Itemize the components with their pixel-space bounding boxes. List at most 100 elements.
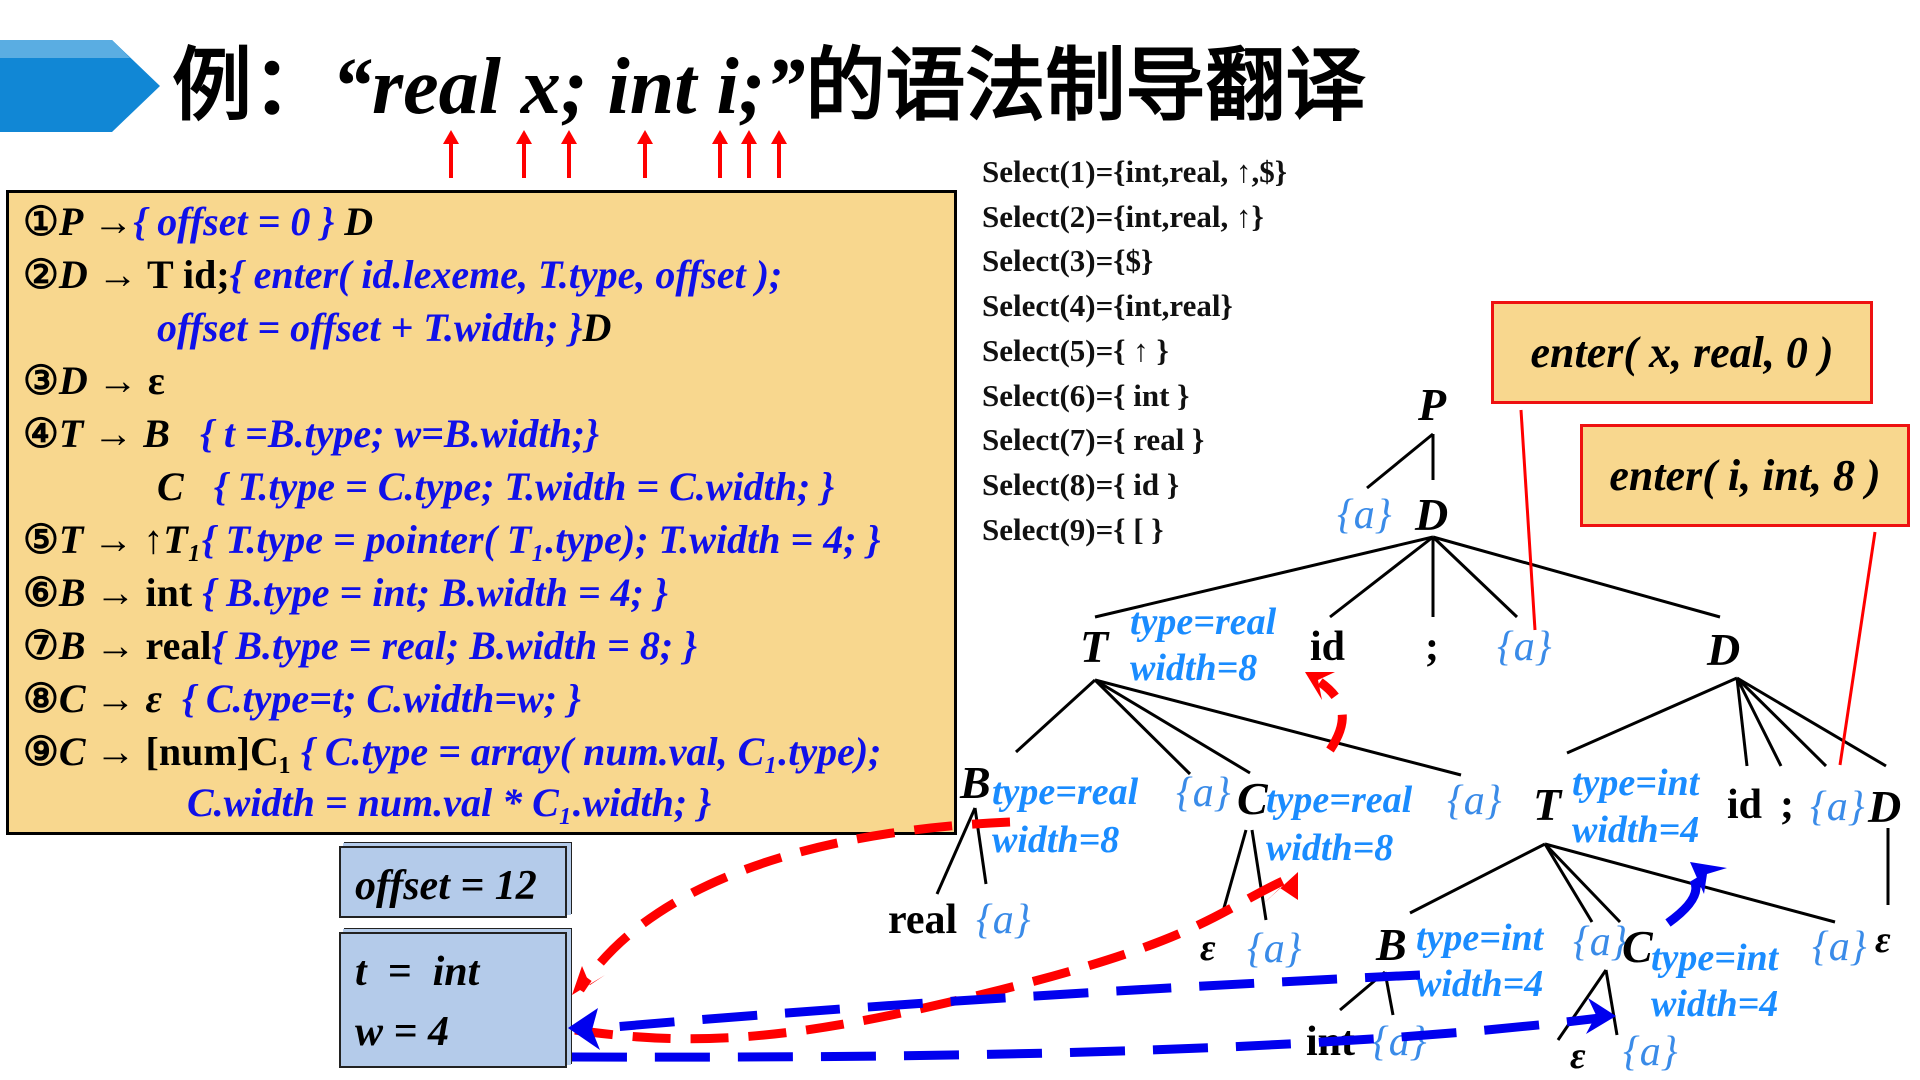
rule-5: ⑤T → ↑T₁{ T.type = pointer( T₁.type); T.…: [23, 517, 881, 562]
up-arrow-icon: [741, 130, 757, 178]
enter-connectors: [1519, 409, 1877, 766]
arrowhead-icon: [1586, 998, 1616, 1034]
node-action-T1-end: {a}: [1447, 778, 1502, 824]
enter-call-i: enter( i, int, 8 ): [1580, 424, 1910, 527]
title-code: “real x; int i;”: [332, 43, 806, 131]
select-set-5: Select(5)={ ↑ }: [982, 332, 1169, 368]
node-real: real: [888, 897, 957, 943]
select-set-6: Select(6)={ int }: [982, 377, 1190, 413]
arrowhead-icon: [572, 966, 605, 995]
rule-1: ①P →{ offset = 0 } D: [23, 199, 374, 244]
select-set-7: Select(7)={ real }: [982, 422, 1205, 458]
arrowhead-icon: [568, 1008, 600, 1050]
up-arrow-icon: [637, 130, 653, 178]
select-set-9: Select(9)={ [ }: [982, 511, 1164, 547]
node-D-2: D: [1706, 624, 1740, 675]
C1-width-attr: width=8: [1266, 827, 1393, 869]
node-action-B2: {a}: [1372, 1019, 1427, 1065]
node-action-B1: {a}: [976, 897, 1031, 943]
select-set-1: Select(1)={int,real, ↑,$}: [982, 154, 1287, 189]
rule-2-cont: offset = offset + T.width; }D: [157, 305, 612, 350]
node-id-2: id: [1727, 782, 1762, 828]
tw-variable-box: t = int w = 4: [339, 932, 567, 1068]
T1-type-attr: type=real: [1130, 601, 1277, 643]
node-action-enter-i: {a}: [1810, 784, 1865, 830]
rule-4: ④T → B { t =B.type; w=B.width;}: [23, 411, 599, 456]
red-arrow-tw-to-C: [574, 875, 1287, 1044]
up-arrow-icon: [516, 130, 532, 178]
select-set-2: Select(2)={int,real, ↑}: [982, 198, 1264, 234]
node-action-T2-mid: {a}: [1573, 919, 1628, 965]
arrowhead-icon: [1262, 872, 1298, 905]
node-action-T1-mid: {a}: [1176, 770, 1231, 816]
offset-variable-box: offset = 12: [339, 846, 567, 918]
node-action-T2-end: {a}: [1812, 924, 1867, 970]
B2-width-attr: width=4: [1416, 963, 1543, 1005]
rule-9-cont: C.width = num.val * C₁.width; }: [187, 780, 712, 825]
node-C1: C: [1237, 773, 1269, 824]
title-banner-arrow: [0, 40, 160, 132]
node-P: P: [1417, 379, 1447, 430]
blue-arrowheads: [568, 862, 1727, 1050]
node-T1: T: [1080, 621, 1110, 672]
B1-type-attr: type=real: [992, 771, 1139, 813]
red-arrow-B-to-tw: [576, 817, 1011, 993]
title-suffix: 的语法制导翻译: [805, 39, 1366, 132]
select-set-3: Select(3)={$}: [982, 243, 1154, 279]
C1-type-attr: type=real: [1266, 779, 1413, 821]
node-D-3: D: [1867, 781, 1901, 832]
page-title: 例：“real x; int i;”的语法制导翻译: [172, 36, 1365, 137]
rule-7: ⑦B → real{ B.type = real; B.width = 8; }: [23, 623, 698, 668]
offset-value: offset = 12: [355, 863, 537, 909]
w-value: w = 4: [355, 1009, 449, 1055]
node-semicolon-1: ;: [1425, 624, 1439, 670]
B1-width-attr: width=8: [992, 819, 1119, 861]
node-epsilon-D3: ε: [1875, 919, 1891, 961]
arrowhead-icon: [1305, 672, 1335, 700]
up-arrow-icon: [771, 130, 787, 178]
up-arrow-icon: [712, 130, 728, 178]
select-set-4: Select(4)={int,real}: [982, 288, 1233, 324]
title-prefix: 例：: [172, 39, 332, 132]
rule-3: ③D → ε: [23, 358, 165, 403]
blue-arrow-C-to-T: [1665, 871, 1701, 927]
node-action-enter-x: {a}: [1497, 624, 1552, 670]
red-flow-arrows: [574, 678, 1347, 1044]
blue-arrow-B-to-tw: [579, 970, 1421, 1035]
C2-type-attr: type=int: [1651, 937, 1780, 979]
arrowhead-icon: [1690, 862, 1727, 894]
node-B1: B: [959, 757, 991, 808]
rule-4-cont: C { T.type = C.type; T.width = C.width; …: [157, 464, 835, 509]
B2-type-attr: type=int: [1416, 917, 1545, 959]
grammar-rules-panel: ①P →{ offset = 0 } D ②D → T id;{ enter( …: [6, 190, 957, 835]
blue-flow-arrows: [571, 871, 1701, 1062]
node-action-C1: {a}: [1247, 926, 1302, 972]
up-arrow-icon: [443, 130, 459, 178]
t-value: t = int: [355, 949, 480, 995]
node-D-root: D: [1414, 489, 1448, 540]
node-epsilon-C2: ε: [1570, 1035, 1586, 1077]
node-id-1: id: [1310, 624, 1345, 670]
T2-type-attr: type=int: [1572, 762, 1701, 804]
select-sets-list: Select(1)={int,real, ↑,$} Select(2)={int…: [982, 150, 1287, 552]
T2-width-attr: width=4: [1572, 809, 1699, 851]
blue-arrow-tw-to-C: [571, 1013, 1601, 1062]
node-T2: T: [1533, 779, 1563, 830]
T1-width-attr: width=8: [1130, 647, 1257, 689]
node-semicolon-2: ;: [1780, 782, 1794, 828]
select-set-8: Select(8)={ id }: [982, 466, 1180, 502]
node-B2: B: [1375, 919, 1407, 970]
node-C2: C: [1622, 921, 1654, 972]
node-action: {a}: [1337, 492, 1392, 538]
rule-2: ②D → T id;{ enter( id.lexeme, T.type, of…: [23, 252, 783, 297]
up-arrow-icon: [561, 130, 577, 178]
rule-8: ⑧C → ε { C.type=t; C.width=w; }: [23, 676, 581, 721]
rule-6: ⑥B → int { B.type = int; B.width = 4; }: [23, 570, 668, 615]
red-arrow-C-to-T: [1317, 678, 1347, 753]
enter-call-x: enter( x, real, 0 ): [1491, 301, 1873, 404]
tree-edges: [935, 432, 1890, 1041]
node-epsilon-C1: ε: [1200, 927, 1216, 969]
input-pointer-arrows: [443, 130, 787, 178]
red-arrowheads: [572, 672, 1335, 995]
